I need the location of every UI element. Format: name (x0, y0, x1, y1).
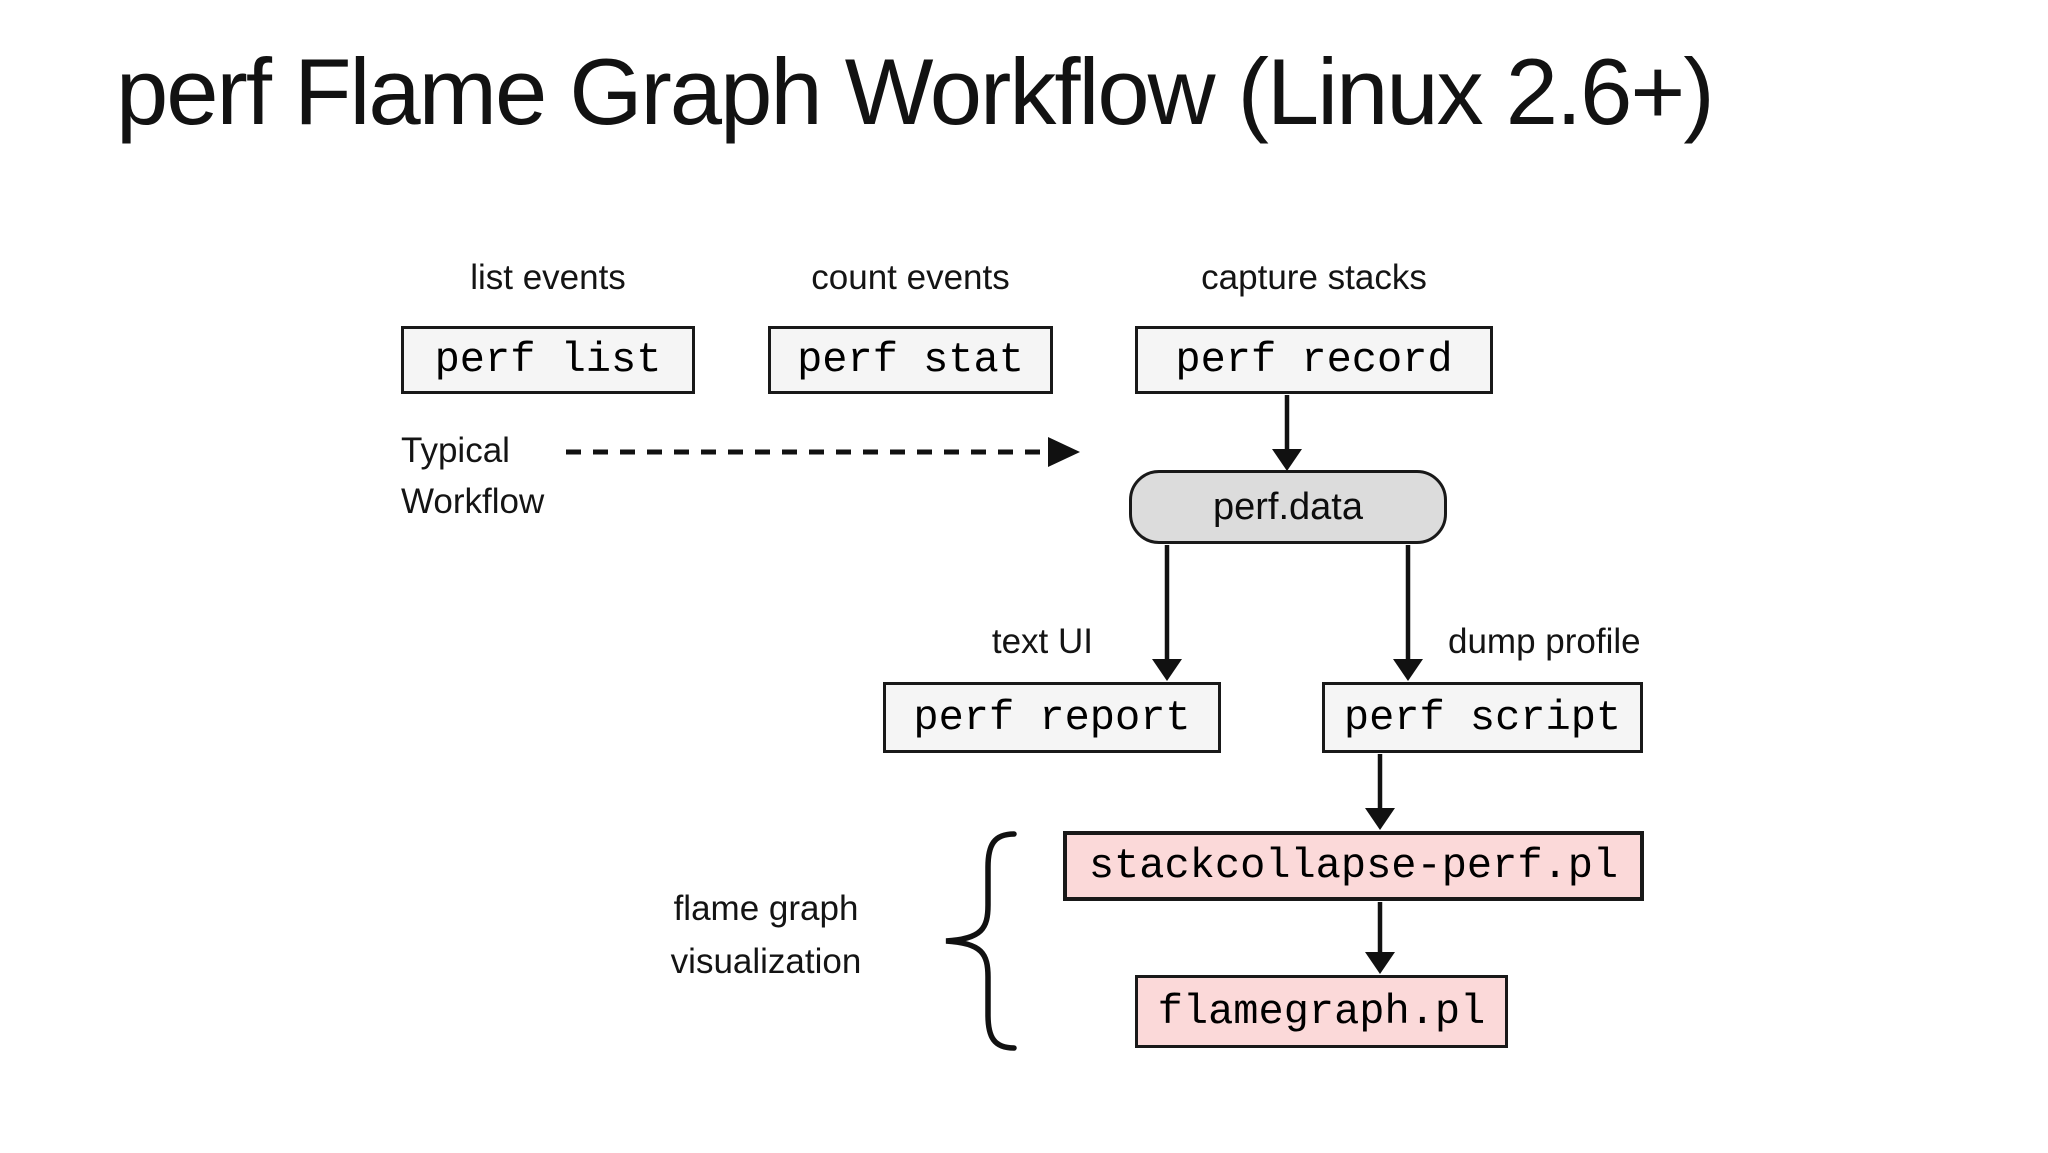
arrow-data-to-report-head (1152, 659, 1182, 681)
caption-text-ui: text UI (991, 622, 1093, 661)
node-perf-data: perf.data (1129, 470, 1447, 544)
caption-dump-profile: dump profile (1448, 622, 1641, 661)
group-brace (945, 831, 1017, 1051)
page-title: perf Flame Graph Workflow (Linux 2.6+) (116, 39, 1715, 144)
node-perf-stat: perf stat (768, 326, 1053, 394)
node-perf-report: perf report (883, 682, 1221, 753)
flame-graph-visualization-label: flame graph visualization (636, 882, 896, 988)
node-perf-list: perf list (401, 326, 695, 394)
caption-list-events: list events (470, 258, 626, 297)
node-perf-script: perf script (1322, 682, 1643, 753)
dashed-arrow-typical-workflow-head (1048, 437, 1080, 467)
caption-count-events: count events (811, 258, 1010, 297)
typical-workflow-line1: Typical (401, 431, 510, 470)
group-label-line2: visualization (670, 942, 862, 981)
typical-workflow-label: Typical Workflow (401, 425, 544, 527)
group-label-line1: flame graph (673, 889, 859, 928)
caption-capture-stacks: capture stacks (1201, 258, 1427, 297)
node-perf-record: perf record (1135, 326, 1493, 394)
arrow-data-to-script-head (1393, 659, 1423, 681)
typical-workflow-line2: Workflow (401, 482, 545, 521)
node-flamegraph: flamegraph.pl (1135, 975, 1508, 1048)
arrow-record-to-data-head (1272, 449, 1302, 471)
arrow-stackcollapse-to-flamegraph-head (1365, 952, 1395, 974)
arrow-script-to-stackcollapse-head (1365, 808, 1395, 830)
node-stackcollapse-perf: stackcollapse-perf.pl (1063, 831, 1644, 901)
